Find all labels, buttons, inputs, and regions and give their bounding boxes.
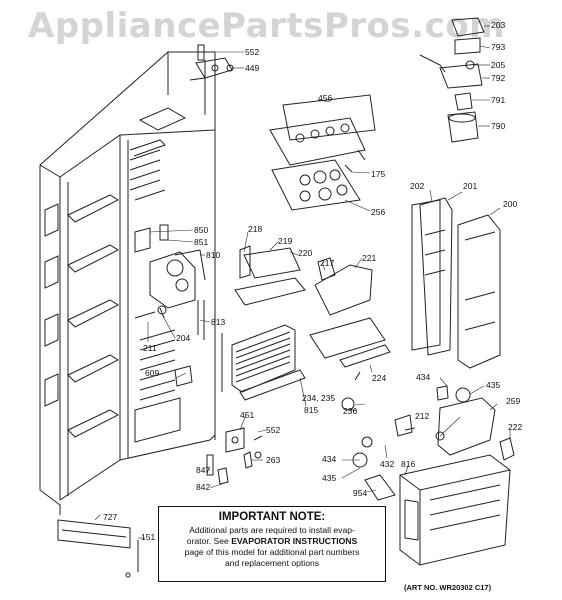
part-callout: 256 [371,207,386,217]
note-line-3: page of this model for additional part n… [184,547,360,557]
part-callout: 609 [145,368,160,378]
part-callout: 204 [176,333,191,343]
part-callout: 212 [415,411,430,421]
part-callout: 793 [491,42,506,52]
leader-lines [94,25,511,539]
part-callout: 217 [320,258,335,268]
part-callout: 218 [248,224,263,234]
important-note-box: IMPORTANT NOTE: Additional parts are req… [158,506,386,582]
fan-cover-assembly [269,94,376,211]
part-callout: 211 [143,343,157,353]
part-callout: 151 [141,532,156,542]
cabinet-drawing [39,51,216,578]
note-instructions-link: EVAPORATOR INSTRUCTIONS [231,536,358,546]
part-callout: 236 [343,406,358,416]
note-body: Additional parts are required to install… [159,525,385,569]
note-line-1: Additional parts are required to install… [189,525,355,535]
part-callout: 456 [318,93,333,103]
art-number: (ART NO. WR20302 C17) [404,583,492,592]
part-callout: 205 [491,60,506,70]
part-callout: 221 [362,253,377,263]
hardware-parts [206,427,263,485]
part-callout: 435 [322,473,337,483]
part-callout: 451 [240,410,255,420]
part-callout: 224 [372,373,387,383]
part-callout: 792 [491,73,506,83]
part-callout: 850 [194,225,209,235]
part-callout: 234, 235 [302,393,336,403]
part-callout: 791 [491,95,506,105]
ice-dispenser-box [364,454,511,566]
part-callout: 203 [491,20,506,30]
door-liners [411,197,501,369]
note-title: IMPORTANT NOTE: [218,511,326,523]
part-callout: 432 [380,459,395,469]
dispenser-parts [234,245,391,381]
part-callout: 202 [410,181,425,191]
ice-maker-components [419,17,485,143]
part-callout: 815 [304,405,319,415]
part-callout: 222 [508,422,523,432]
note-line-2-start: orator. See [186,536,232,546]
watermark-logo: AppliancePartsPros.com [28,6,506,46]
evaporator-coil [214,324,306,401]
part-callout: 449 [245,63,260,73]
part-callout: 435 [486,380,501,390]
part-callout: 552 [245,47,260,57]
part-callout: 263 [266,455,281,465]
part-callout: 219 [278,236,293,246]
part-callout: 552 [266,425,281,435]
part-callout: 842 [196,482,211,492]
part-callout: 847 [196,465,211,475]
part-callout: 200 [503,199,518,209]
part-callout: 434 [322,454,337,464]
part-callout: 790 [491,121,506,131]
bracket-552-449 [195,44,234,79]
part-callout: 813 [211,317,226,327]
part-callout: 954 [353,488,368,498]
part-callout: 259 [506,396,521,406]
part-callout: 220 [298,248,313,258]
part-callout: 851 [194,237,209,247]
part-callout: 434 [416,372,431,382]
note-line-4: and replacement options [224,558,320,568]
lamp-parts [341,385,515,468]
part-callout: 201 [463,181,478,191]
part-callout: 810 [206,250,221,260]
part-callout: 175 [371,169,386,179]
part-callout: 816 [401,459,416,469]
part-callout: 727 [103,512,118,522]
